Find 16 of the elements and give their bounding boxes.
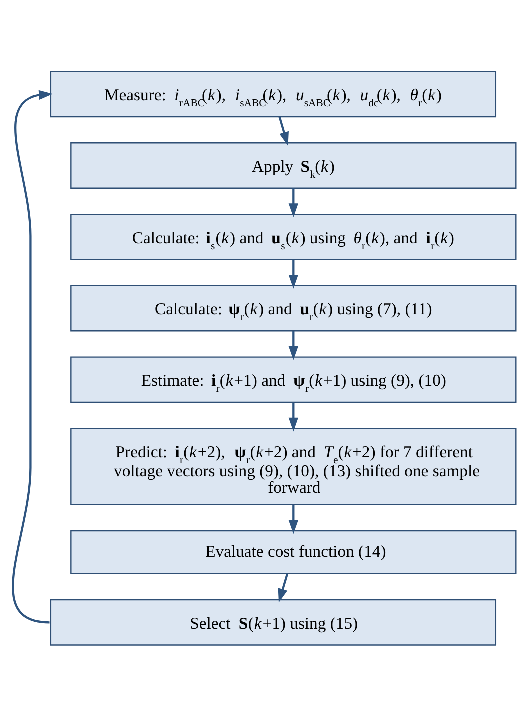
node-box: Predict: i$_{r}$(k+2), ψ$_{r}$(k+2) and T$_{e}$(k+2) for 7 different voltage vectors using (9), (10), (13) shifted one sample forward bbox=[70, 428, 517, 506]
arrow bbox=[288, 260, 298, 289]
arrow bbox=[288, 188, 298, 218]
arrow bbox=[288, 505, 298, 534]
node-box: Measure: i$_{rABC}$(k), i$_{sABC}$(k), u$_{sABC}$(k), u$_{dc}$(k), θ$_{r}$(k) bbox=[50, 71, 497, 118]
node-box: Calculate: ψ$_{r}$(k) and u$_{r}$(k) using (7), (11) bbox=[70, 285, 517, 332]
arrow bbox=[12, 90, 53, 624]
arrow bbox=[288, 331, 298, 360]
arrow bbox=[278, 574, 289, 603]
node-box: Evaluate cost function (14) bbox=[70, 530, 517, 574]
node-box: Apply S$_{k}$(k) bbox=[70, 142, 517, 189]
node-box: Calculate: i$_{s}$(k) and u$_{s}$(k) using θ$_{r}$(k), and i$_{r}$(k) bbox=[70, 214, 517, 260]
arrow bbox=[288, 402, 298, 432]
arrow bbox=[278, 116, 289, 146]
node-box: Estimate: i$_{r}$(k+1) and ψ$_{r}$(k+1) using (9), (10) bbox=[70, 356, 517, 404]
node-box: Select S(k+1) using (15) bbox=[50, 599, 497, 646]
